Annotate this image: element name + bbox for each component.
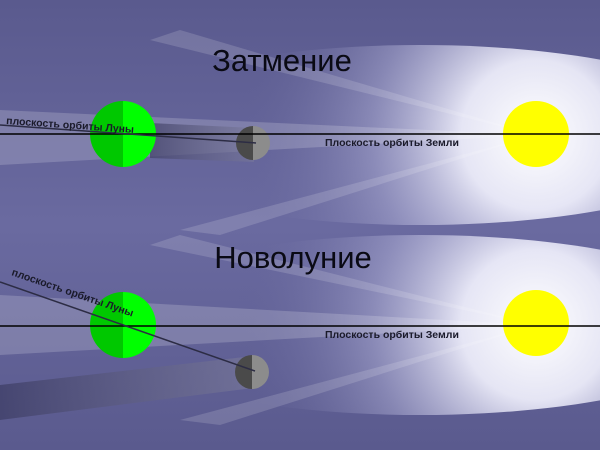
moon-shadow-cone	[0, 356, 253, 420]
panel-title: Новолуние	[214, 240, 372, 275]
moon-icon	[235, 355, 269, 389]
earth-orbit-label: Плоскость орбиты Земли	[325, 137, 459, 149]
panel-title: Затмение	[212, 43, 352, 78]
earth-icon	[90, 292, 156, 358]
sun-icon	[503, 290, 569, 356]
panel-eclipse: Затмение плоскость орбиты Луны Плоскость…	[0, 43, 600, 167]
moon-shadow-cone	[150, 123, 254, 162]
moon-orbit-line	[0, 281, 256, 372]
earth-orbit-label: Плоскость орбиты Земли	[325, 329, 459, 341]
moon-orbit-line	[0, 124, 257, 144]
